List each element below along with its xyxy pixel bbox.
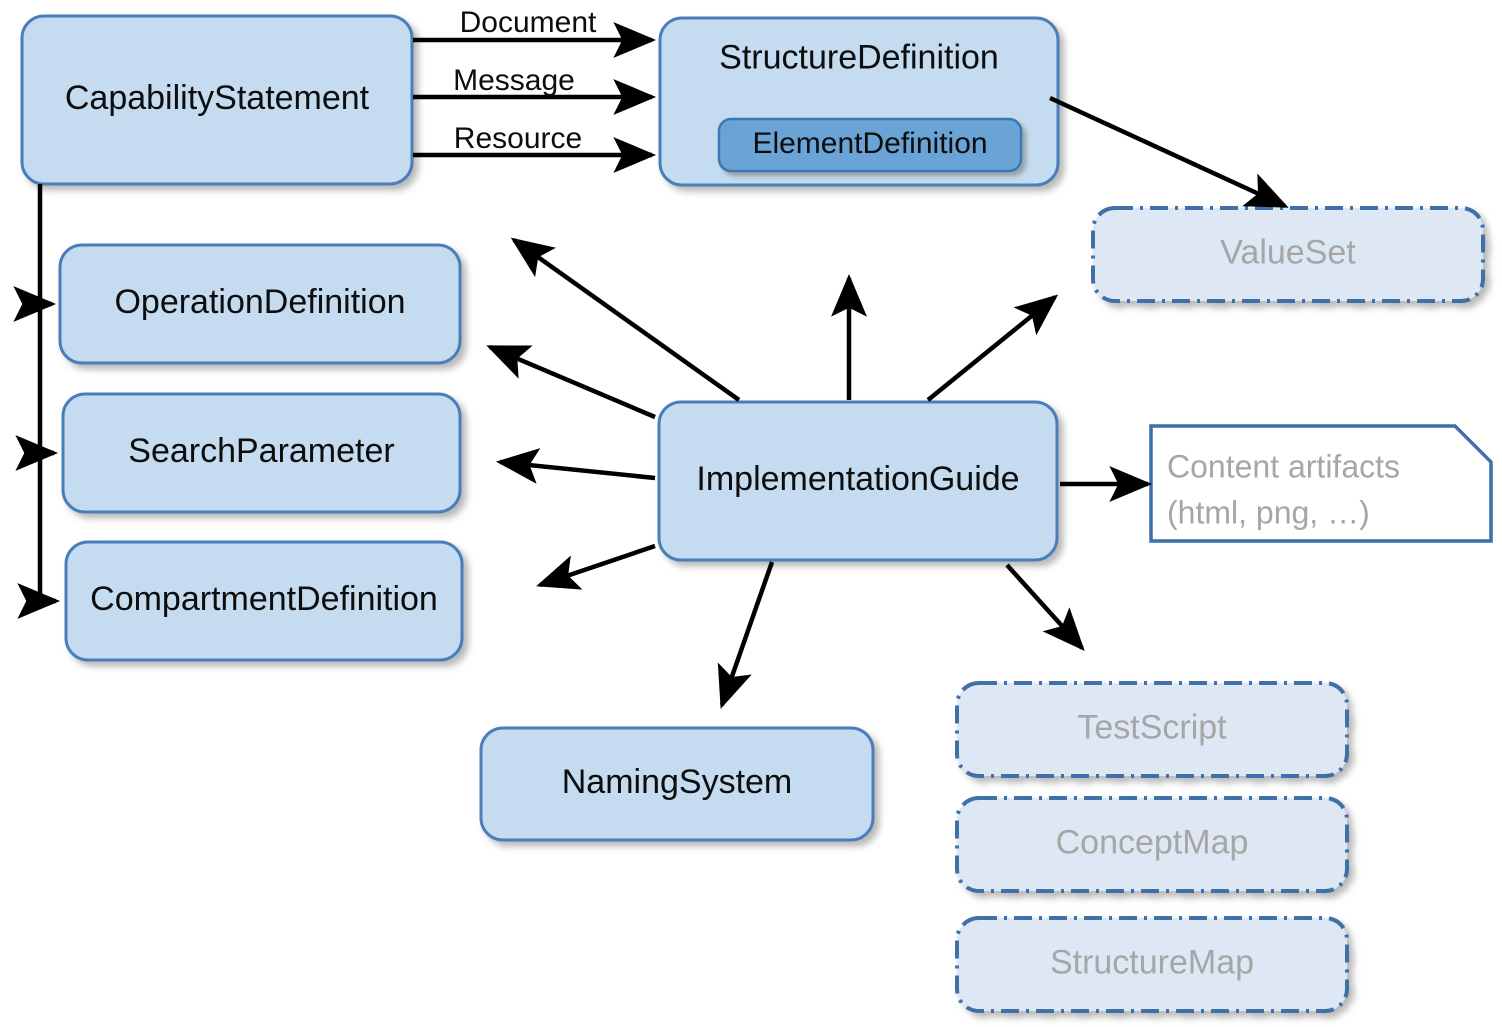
node-box-capability-statement (20, 14, 414, 186)
node-operation-definition[interactable]: OperationDefinition (58, 243, 462, 365)
note-line-content-artifacts-1: (html, png, …) (1167, 494, 1370, 530)
edge-ig-to-operationdefinition (486, 344, 656, 420)
node-concept-map[interactable]: ConceptMap (955, 796, 1349, 893)
note-content-artifacts[interactable]: Content artifacts (html, png, …) (1149, 424, 1493, 543)
node-label-concept-map: ConceptMap (1056, 823, 1249, 861)
node-label-test-script: TestScript (1077, 708, 1227, 746)
node-label-search-parameter: SearchParameter (128, 432, 394, 470)
node-label-implementation-guide: ImplementationGuide (696, 460, 1019, 498)
note-line-content-artifacts-0: Content artifacts (1167, 448, 1400, 484)
node-capability-statement[interactable]: CapabilityStatement (20, 14, 414, 186)
edge-ig-to-searchparameter (495, 448, 656, 484)
edge-ig-to-namingsystem (717, 561, 775, 709)
node-search-parameter[interactable]: SearchParameter (61, 392, 462, 514)
node-box-operation-definition (58, 243, 462, 365)
node-test-script[interactable]: TestScript (955, 681, 1349, 778)
edge-ig-to-structuredefinition (510, 237, 741, 402)
node-box-naming-system (479, 726, 875, 842)
node-box-compartment-definition (64, 540, 464, 662)
node-label-capability-statement: CapabilityStatement (65, 79, 370, 117)
edge-sd-to-valueset (1049, 95, 1289, 209)
notes-layer: Content artifacts (html, png, …) (1149, 424, 1493, 543)
node-label-element-definition: ElementDefinition (752, 127, 987, 160)
edge-label-cap-to-sd-resource: Resource (454, 122, 582, 155)
edge-label-cap-to-sd-message: Message (453, 64, 575, 97)
edge-cap-to-searchparameter (15, 304, 59, 471)
node-value-set[interactable]: ValueSet (1091, 206, 1485, 303)
node-box-concept-map (955, 796, 1349, 893)
node-label-structure-map: StructureMap (1050, 943, 1254, 981)
node-box-element-definition (717, 117, 1023, 173)
edge-label-cap-to-sd-document: Document (460, 6, 597, 39)
edge-ig-to-compartmentdefinition (536, 543, 656, 590)
node-element-definition[interactable]: ElementDefinition (717, 117, 1023, 173)
edge-ig-to-valueset (926, 294, 1059, 402)
edge-ig-to-testscript (1005, 563, 1085, 652)
edge-cap-to-compartmentdefinition (17, 453, 61, 619)
node-label-operation-definition: OperationDefinition (114, 283, 405, 321)
node-label-compartment-definition: CompartmentDefinition (90, 580, 438, 618)
node-box-structure-map (955, 916, 1349, 1013)
node-label-value-set: ValueSet (1220, 233, 1356, 271)
edge-cap-to-operationdefinition (13, 184, 57, 322)
node-compartment-definition[interactable]: CompartmentDefinition (64, 540, 464, 662)
node-box-search-parameter (61, 392, 462, 514)
node-naming-system[interactable]: NamingSystem (479, 726, 875, 842)
node-implementation-guide[interactable]: ImplementationGuide (657, 400, 1059, 562)
node-structure-map[interactable]: StructureMap (955, 916, 1349, 1013)
node-label-naming-system: NamingSystem (562, 763, 793, 801)
node-box-value-set (1091, 206, 1485, 303)
node-box-test-script (955, 681, 1349, 778)
edges-layer (13, 22, 1289, 709)
node-box-implementation-guide (657, 400, 1059, 562)
note-shape-content-artifacts (1149, 424, 1493, 543)
node-label-structure-definition: StructureDefinition (719, 38, 999, 76)
nodes-layer: CapabilityStatement StructureDefinitionEl… (20, 14, 1485, 1013)
